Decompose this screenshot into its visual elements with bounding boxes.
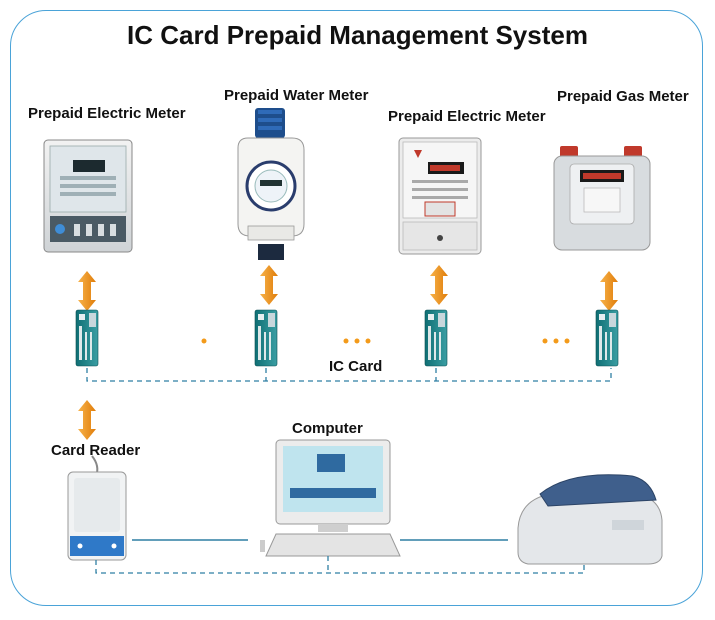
gas-meter-icon xyxy=(553,146,651,251)
label-electric-meter-2: Prepaid Electric Meter xyxy=(388,108,546,125)
label-water-meter: Prepaid Water Meter xyxy=(224,87,369,104)
water-meter-icon xyxy=(237,108,305,260)
label-electric-meter-1: Prepaid Electric Meter xyxy=(28,105,186,122)
bottom-dashed-link xyxy=(95,560,585,574)
label-computer: Computer xyxy=(292,420,363,437)
label-gas-meter: Prepaid Gas Meter xyxy=(557,88,689,105)
electric-meter-2-icon xyxy=(398,137,482,255)
meter2-card-arrow-icon xyxy=(260,265,278,305)
ic-card-4-icon xyxy=(595,309,619,367)
label-card-reader: Card Reader xyxy=(51,442,141,459)
label-ic-card: IC Card xyxy=(329,358,383,375)
meter4-card-arrow-icon xyxy=(600,271,618,311)
ic-card-dashed-link xyxy=(86,368,612,382)
meter1-card-arrow-icon xyxy=(78,271,96,311)
computer-icon xyxy=(260,439,401,557)
continuation-dots xyxy=(201,338,570,344)
ic-card-2-icon xyxy=(254,309,278,367)
card-printer-icon xyxy=(517,474,663,565)
card-reader-arrow-icon xyxy=(78,400,96,440)
card-reader-icon xyxy=(67,455,127,561)
diagram-title: IC Card Prepaid Management System xyxy=(127,20,588,50)
electric-meter-1-icon xyxy=(43,139,133,253)
ic-card-3-icon xyxy=(424,309,448,367)
meter3-card-arrow-icon xyxy=(430,265,448,305)
ic-card-1-icon xyxy=(75,309,99,367)
